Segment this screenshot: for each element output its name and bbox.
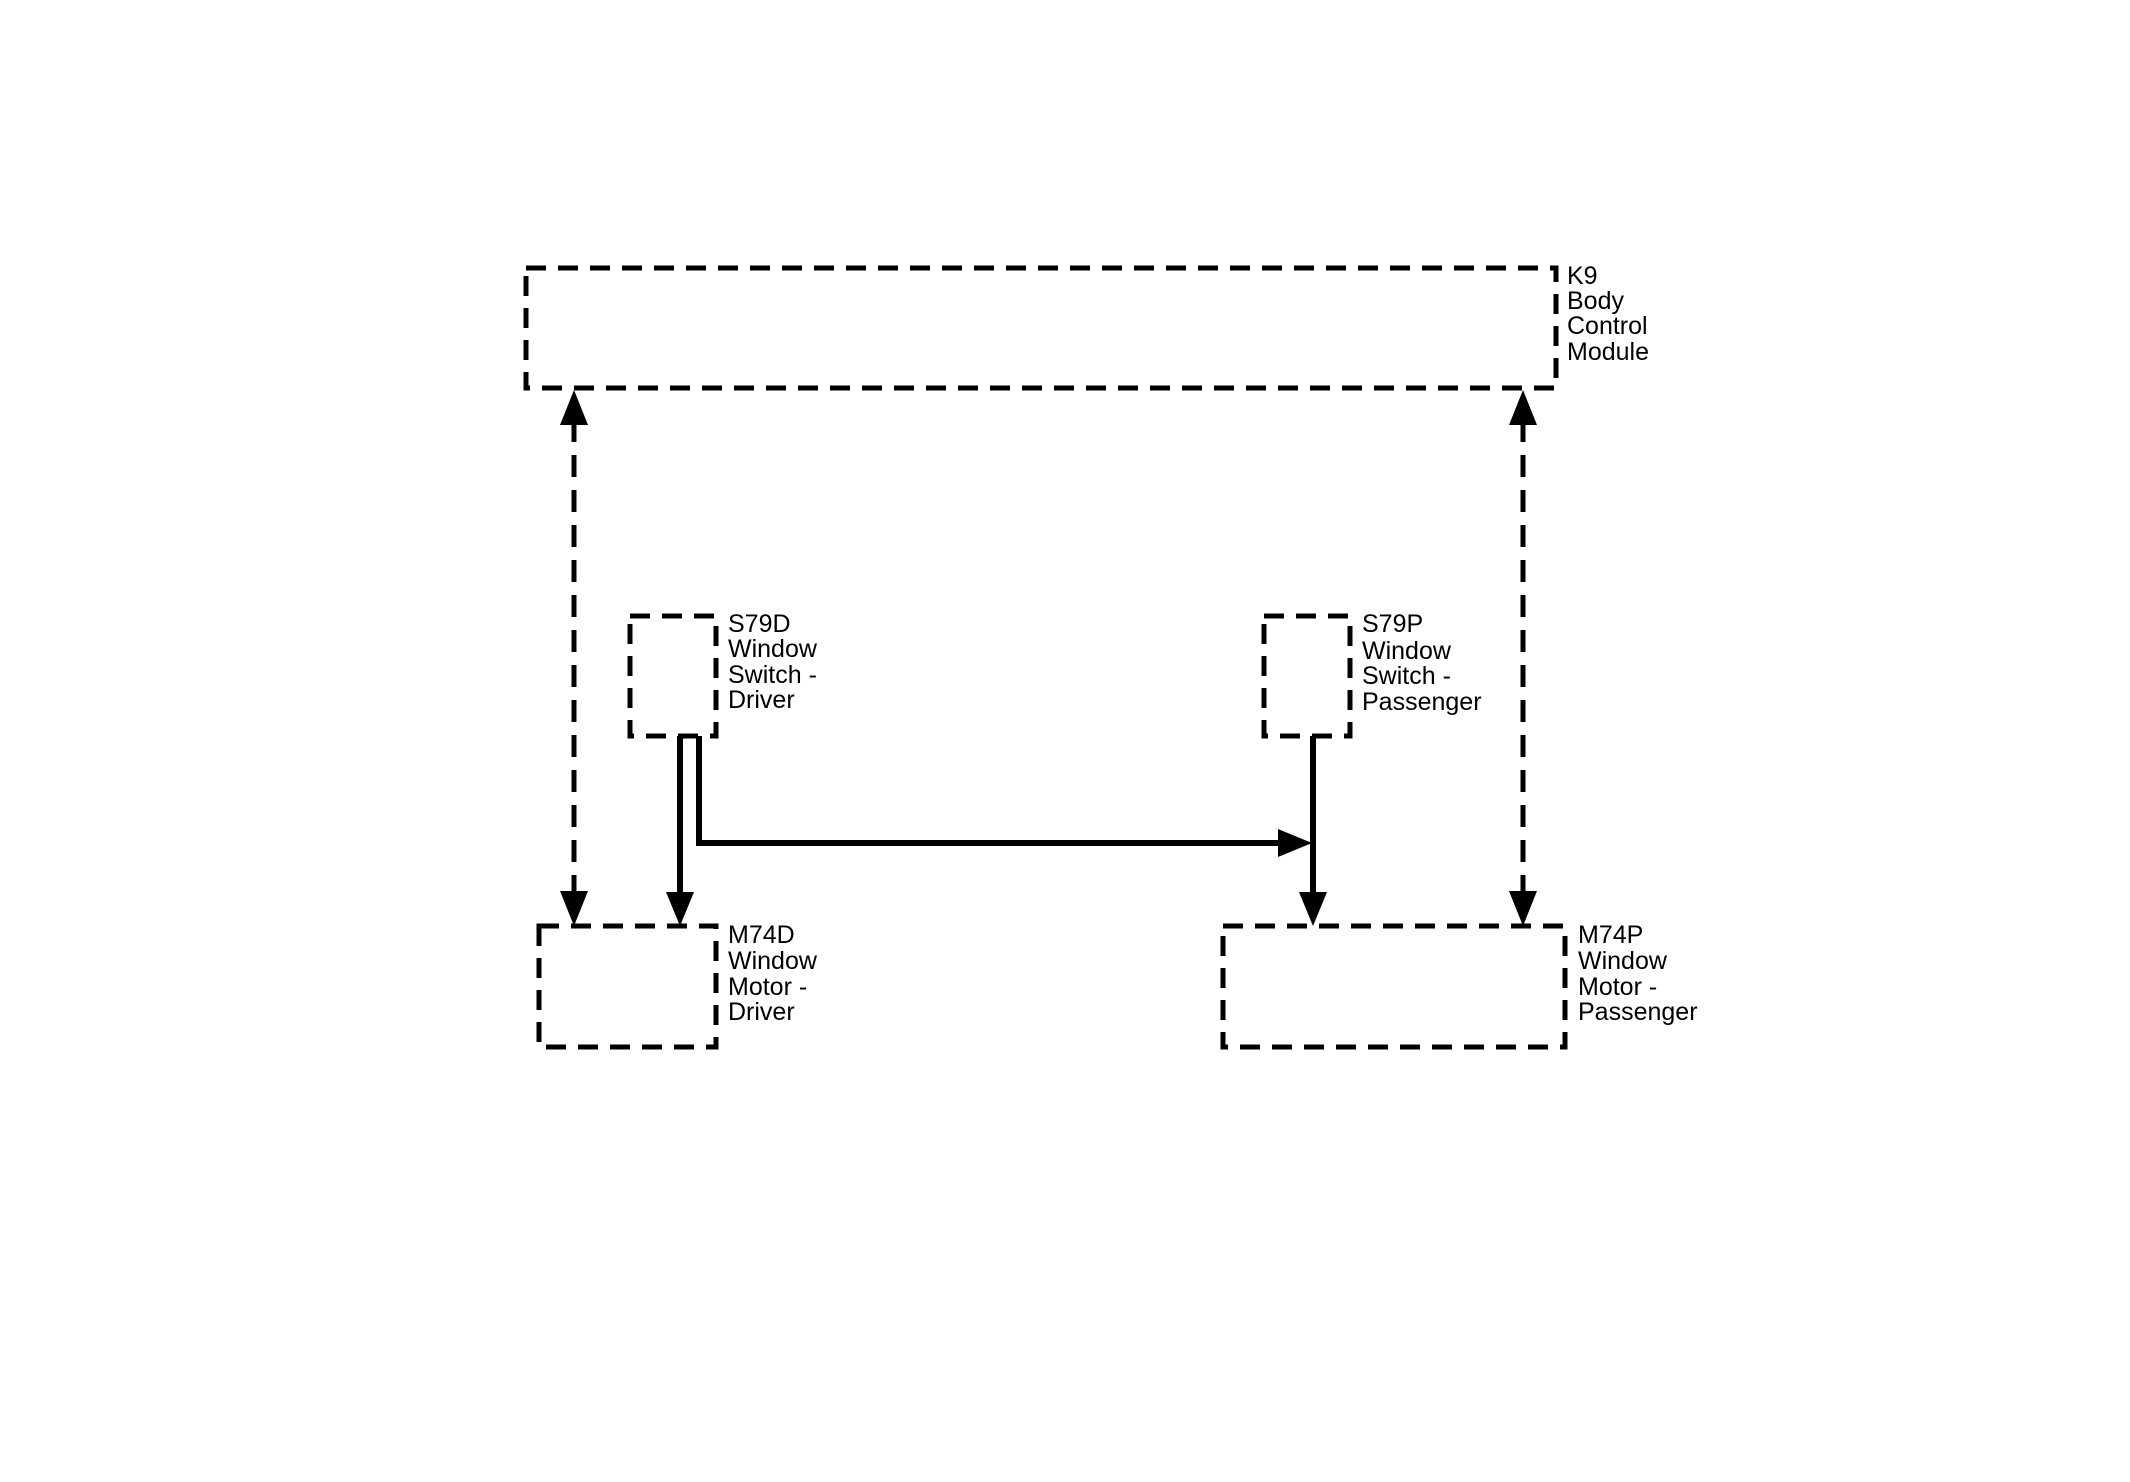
- k9-label-line: Body: [1567, 287, 1624, 315]
- k9-m74p-up-arrow: [1509, 390, 1537, 425]
- k9-m74p-down-arrow: [1509, 891, 1537, 926]
- s79d-m74d-arrow: [666, 892, 694, 926]
- m74d-label: M74D Window Motor - Driver: [728, 921, 824, 1026]
- s79d-label-line: Driver: [728, 686, 795, 714]
- s79d-label: S79D Window Switch - Driver: [728, 610, 824, 714]
- m74p-label-line: Window: [1578, 947, 1668, 975]
- s79p-label-line: Switch -: [1362, 662, 1451, 690]
- k9-label-line: K9: [1567, 262, 1598, 290]
- k9-m74d-up-arrow: [560, 390, 588, 425]
- s79p-label-line: Window: [1362, 637, 1452, 665]
- m74p-label: M74P Window Motor - Passenger: [1578, 921, 1698, 1026]
- k9-m74d-down-arrow: [560, 891, 588, 926]
- k9-body-control-module-box: [523, 265, 1559, 391]
- s79d-m74p-wire: [696, 736, 1282, 846]
- m74d-window-motor-driver-box: [536, 923, 719, 1050]
- m74p-window-motor-passenger-box: [1220, 923, 1568, 1050]
- k9-label: K9 Body Control Module: [1567, 262, 1655, 366]
- m74d-label-line: Window: [728, 947, 818, 975]
- s79p-window-switch-passenger-box: [1261, 613, 1353, 739]
- m74d-label-line: Motor -: [728, 973, 807, 1001]
- s79p-label: S79P Window Switch - Passenger: [1362, 610, 1482, 716]
- k9-label-line: Control: [1567, 312, 1648, 340]
- k9-label-line: Module: [1567, 338, 1649, 366]
- s79d-label-line: Window: [728, 635, 818, 663]
- s79d-window-switch-driver-box: [627, 613, 719, 739]
- m74p-label-line: Passenger: [1578, 998, 1698, 1026]
- s79p-label-line: Passenger: [1362, 688, 1482, 716]
- s79p-label-line: S79P: [1362, 610, 1423, 638]
- m74p-label-line: Motor -: [1578, 973, 1657, 1001]
- s79d-m74p-arrow: [1278, 829, 1312, 857]
- s79d-label-line: S79D: [728, 610, 791, 638]
- m74d-label-line: M74D: [728, 921, 795, 949]
- m74d-label-line: Driver: [728, 998, 795, 1026]
- s79p-m74p-arrow: [1299, 892, 1327, 926]
- s79d-label-line: Switch -: [728, 661, 817, 689]
- m74p-label-line: M74P: [1578, 921, 1643, 949]
